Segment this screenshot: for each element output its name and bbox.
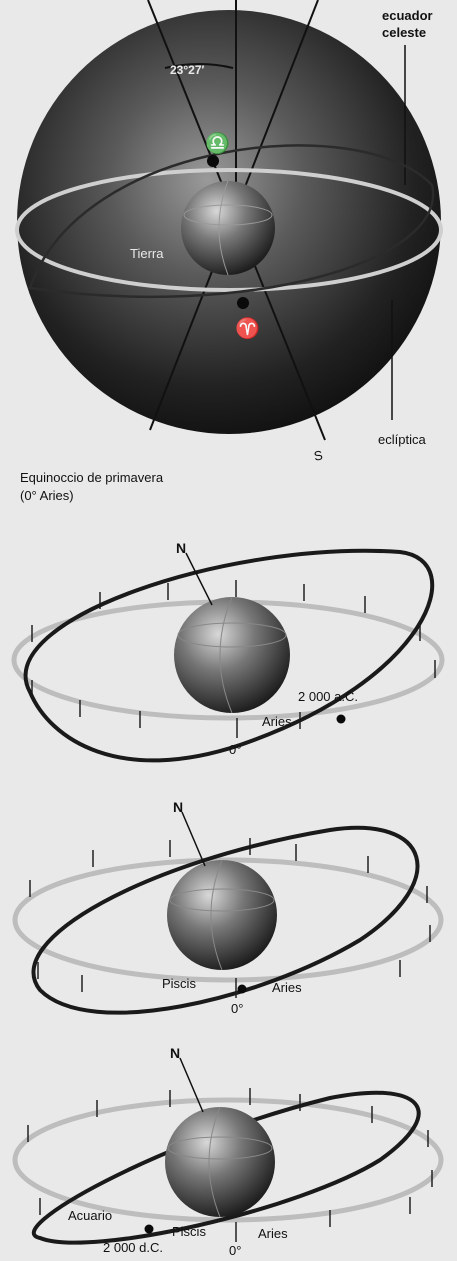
label-zero: 0° (229, 742, 241, 757)
celestial-equator-ring (23, 548, 435, 763)
aries-point (237, 297, 249, 309)
label-ecuador: ecuador (382, 8, 433, 23)
libra-point (207, 155, 219, 167)
aries-symbol: ♈ (235, 316, 260, 340)
earth-globe (165, 1107, 275, 1217)
label-equinoccio-line1: Equinoccio de primavera (20, 470, 164, 485)
celestial-equator-ring (31, 1090, 421, 1245)
label-aries: Aries (262, 714, 292, 729)
label-aries: Aries (272, 980, 302, 995)
label-n: N (173, 799, 183, 815)
label-zero: 0° (229, 1243, 241, 1258)
earth-globe (174, 597, 290, 713)
ecliptic-ring (28, 144, 435, 299)
label-acuario: Acuario (68, 1208, 112, 1223)
north-axis (185, 552, 213, 606)
label-piscis: Piscis (162, 976, 196, 991)
label-zero: 0° (231, 1001, 243, 1016)
label-date: 2 000 a.C. (298, 689, 358, 704)
panel-2000-bc (11, 548, 445, 763)
angle-arc (164, 63, 234, 69)
label-date: 2 000 d.C. (103, 1240, 163, 1255)
label-n: N (176, 540, 186, 556)
ecliptic-ticks (29, 838, 431, 992)
ecliptic-ticks (31, 580, 436, 729)
earth-parallel (183, 204, 273, 226)
north-axis (181, 811, 206, 867)
panel-present (12, 811, 444, 1015)
label-celeste: celeste (382, 25, 426, 40)
label-tierra: Tierra (130, 246, 164, 261)
vernal-point (336, 714, 346, 724)
label-ecliptica: eclíptica (378, 432, 426, 447)
earth-globe (181, 181, 275, 275)
vernal-point (237, 984, 247, 994)
libra-symbol: ♎ (205, 131, 230, 155)
earth-globe (167, 860, 277, 970)
label-s: S (313, 447, 324, 463)
north-axis (179, 1057, 204, 1113)
ecliptic-ring-gray (12, 857, 444, 983)
panel-2000-ad (12, 1057, 444, 1245)
label-equinoccio-line2: (0° Aries) (20, 488, 74, 503)
earth-meridian (218, 180, 229, 276)
label-angle: 23°27′ (170, 63, 204, 77)
ecliptic-ticks (27, 1088, 433, 1227)
label-aries: Aries (258, 1226, 288, 1241)
label-piscis: Piscis (172, 1224, 206, 1239)
celestial-equator-ring (31, 825, 420, 1015)
label-n: N (170, 1045, 180, 1061)
celestial-equator-ring (15, 168, 443, 292)
vernal-point (144, 1224, 154, 1234)
celestial-sphere-panel (15, 0, 443, 441)
